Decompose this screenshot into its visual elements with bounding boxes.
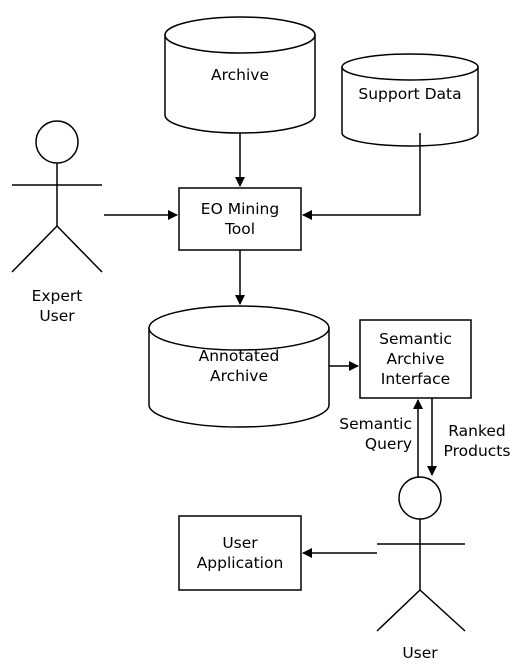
user-application-label: User Application xyxy=(179,516,301,590)
support-data-label: Support Data xyxy=(358,85,462,103)
expert-user-label: Expert User xyxy=(7,286,107,326)
semantic-archive-interface-label: Semantic Archive Interface xyxy=(360,320,471,398)
eo-mining-tool-line1: EO Mining xyxy=(200,200,280,218)
ranked-products-label: Ranked Products xyxy=(436,421,518,461)
semantic-query-line2: Query xyxy=(364,435,412,453)
semantic-archive-interface-line3: Interface xyxy=(380,370,451,388)
ranked-products-line2: Products xyxy=(443,442,511,460)
support-data-cylinder xyxy=(341,53,479,147)
user-figure xyxy=(376,476,466,632)
user-label: User xyxy=(402,644,438,662)
user-application-line2: Application xyxy=(196,554,284,572)
expert-user-line1: Expert xyxy=(31,287,83,305)
semantic-query-label: Semantic Query xyxy=(326,414,412,454)
annotated-archive-line2: Archive xyxy=(210,367,268,385)
semantic-archive-interface-box xyxy=(359,319,472,399)
eo-mining-tool-line2: Tool xyxy=(224,220,256,238)
eo-mining-tool-label: EO Mining Tool xyxy=(179,188,301,250)
annotated-archive-line1: Annotated xyxy=(198,347,280,365)
ranked-products-line1: Ranked xyxy=(448,422,506,440)
annotated-archive-label: Annotated Archive xyxy=(149,346,329,386)
archive-cylinder xyxy=(164,16,316,134)
semantic-archive-interface-line2: Archive xyxy=(386,350,445,368)
expert-user-line2: User xyxy=(39,307,75,325)
archive-label: Archive xyxy=(211,66,269,84)
edge-support-data-to-mining-tool xyxy=(302,133,421,220)
eo-mining-tool-box xyxy=(178,187,302,251)
expert-user-figure xyxy=(11,120,103,273)
semantic-archive-interface-line1: Semantic xyxy=(379,330,452,348)
user-application-box xyxy=(178,515,302,591)
user-application-line1: User xyxy=(222,534,258,552)
semantic-query-line1: Semantic xyxy=(339,415,412,433)
annotated-archive-cylinder xyxy=(148,305,330,428)
